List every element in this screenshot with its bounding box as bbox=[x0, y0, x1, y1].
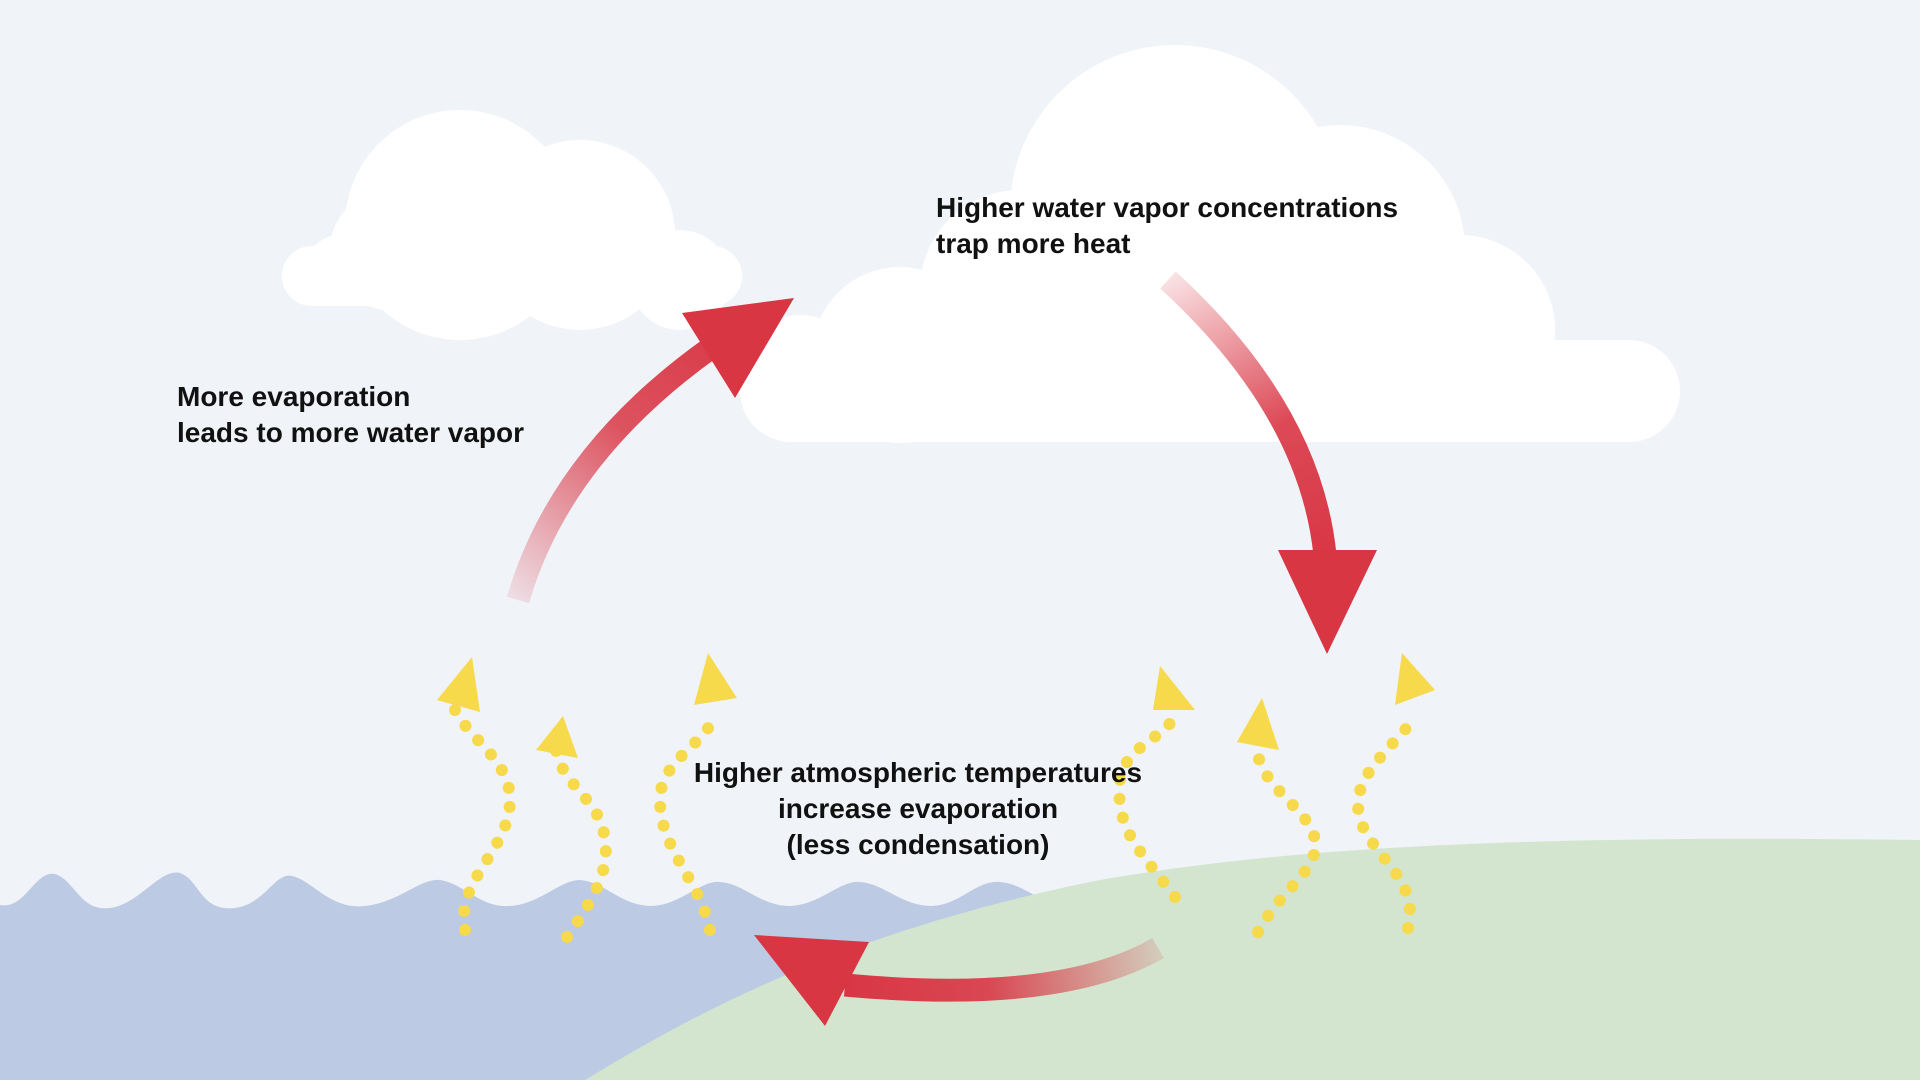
temperature-label-line3: (less condensation) bbox=[786, 829, 1050, 860]
vapor-arrow-icon bbox=[536, 716, 612, 943]
vapor-arrow-icon bbox=[1352, 653, 1435, 934]
temperature-label-line1: Higher atmospheric temperatures bbox=[693, 757, 1143, 788]
temperature-label-line2: increase evaporation bbox=[777, 793, 1059, 824]
cycle-arrow-icon bbox=[1160, 271, 1377, 654]
vapor-arrow-icon bbox=[1237, 698, 1322, 938]
cycle-arrow-icon bbox=[754, 935, 1164, 1026]
vapor-arrow-icon bbox=[653, 653, 737, 936]
evaporation-label-line1: More evaporation bbox=[177, 381, 411, 412]
cycle-arrow-icon bbox=[506, 298, 794, 604]
cloud-icon bbox=[740, 45, 1680, 443]
evaporation-label: More evaporation leads to more water vap… bbox=[177, 379, 524, 451]
temperature-label: Higher atmospheric temperatures increase… bbox=[674, 755, 1162, 863]
land-hill-icon bbox=[585, 838, 1920, 1080]
vapor-arrow-icon bbox=[437, 657, 517, 936]
vapor-arrow-icon bbox=[1113, 666, 1195, 903]
evaporation-label-line2: leads to more water vapor bbox=[177, 417, 525, 448]
water-vapor-label-line1: Higher water vapor concentrations bbox=[936, 192, 1399, 223]
water-vapor-label: Higher water vapor concentrations trap m… bbox=[936, 190, 1398, 262]
water-vapor-label-line2: trap more heat bbox=[936, 228, 1131, 259]
cloud-icon bbox=[282, 110, 742, 340]
